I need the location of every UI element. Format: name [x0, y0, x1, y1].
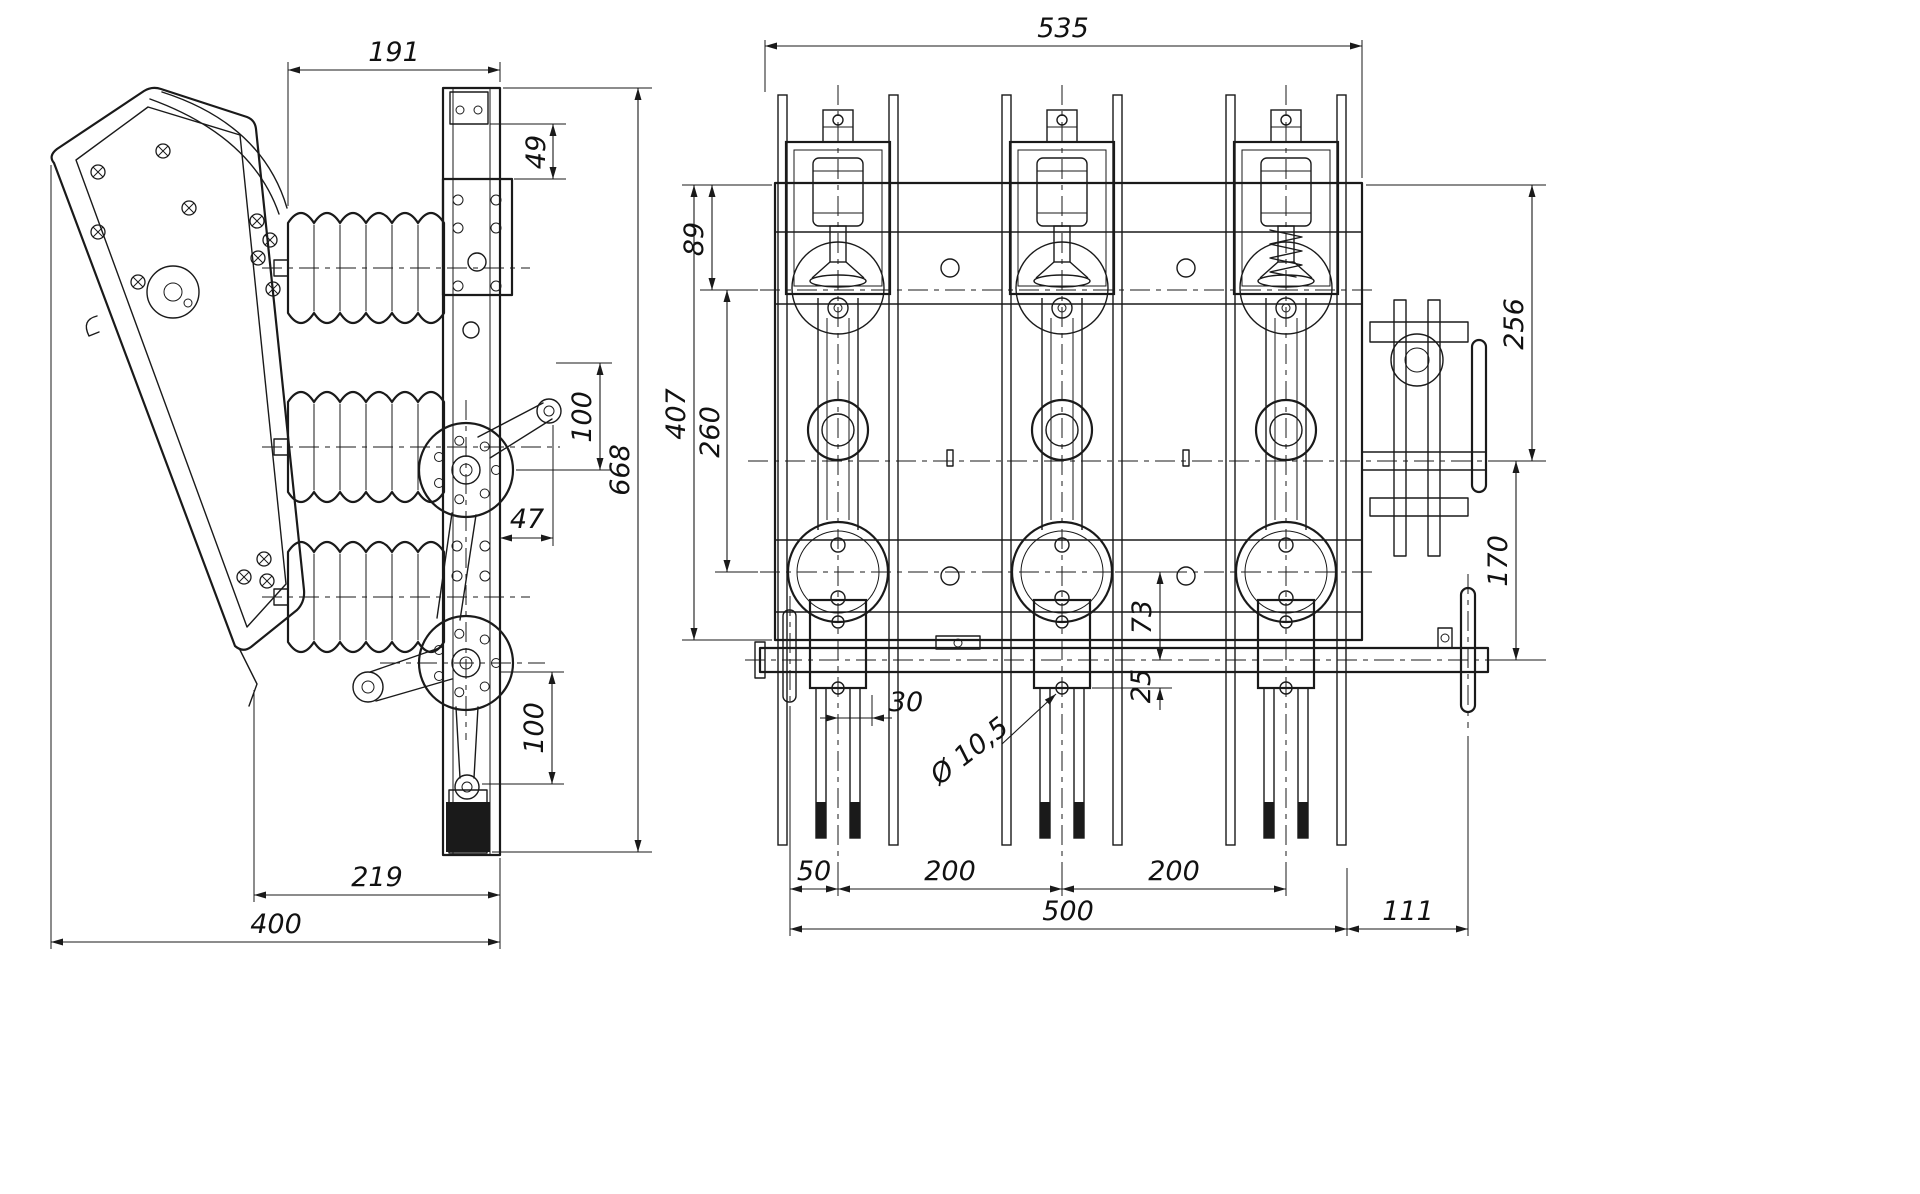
upper-right-disc: [1470, 338, 1488, 494]
dim-label-668: 668: [605, 444, 636, 496]
side-center-lines: [262, 267, 560, 740]
dim-label-191: 191: [368, 37, 420, 68]
dim-label-400: 400: [250, 909, 302, 940]
contact-tip: [446, 802, 490, 852]
dim-label-170: 170: [1483, 535, 1514, 587]
dim-407: 407: [661, 185, 772, 641]
lower-cam-disc: [352, 614, 515, 800]
dim-label-260: 260: [695, 406, 726, 458]
dim-dia-10-5: Ø 10,5: [924, 693, 1057, 792]
dim-label-30: 30: [889, 687, 923, 718]
dim-49: 49: [490, 123, 566, 180]
front-view: 535 89 407 260 256: [661, 13, 1546, 936]
pole-unit-left: [776, 83, 900, 862]
dim-73: 73: [1115, 571, 1172, 660]
dim-200-left: 200: [838, 856, 1063, 896]
dim-260: 260: [695, 290, 758, 573]
dim-111: 111: [1347, 736, 1469, 936]
dim-30: 30: [820, 687, 923, 726]
dim-50: 50: [789, 706, 839, 936]
latch-hook: [85, 315, 100, 337]
dim-label-111: 111: [1382, 896, 1434, 927]
frame: [773, 181, 1364, 642]
dim-label-25: 25: [1126, 669, 1157, 703]
dim-label-100-upper: 100: [567, 391, 598, 443]
dim-label-256: 256: [1499, 298, 1530, 350]
side-dimensions: 191 49 100 668: [50, 37, 652, 949]
dim-label-100-lower: 100: [519, 702, 550, 754]
pole-unit-right: [1224, 83, 1348, 862]
dim-668: 668: [492, 87, 652, 853]
dim-100-lower: 100: [482, 671, 564, 785]
dim-label-49: 49: [521, 135, 552, 169]
dim-label-535: 535: [1037, 13, 1089, 44]
dim-500: 500: [790, 868, 1348, 936]
dim-100-upper: 100: [516, 362, 612, 471]
dim-label-50: 50: [797, 856, 831, 887]
dim-47: 47: [499, 425, 554, 546]
dim-label-73: 73: [1127, 600, 1158, 634]
side-view: 191 49 100 668: [50, 37, 652, 949]
dim-89: 89: [679, 184, 772, 291]
dim-170: 170: [1483, 461, 1546, 661]
spring: [1269, 229, 1303, 278]
dim-label-500: 500: [1042, 896, 1094, 927]
dim-label-200-left: 200: [924, 856, 976, 887]
mounting-plate: [50, 86, 306, 707]
support-channel: [441, 86, 514, 857]
dim-191: 191: [287, 37, 501, 206]
dim-label-200-right: 200: [1148, 856, 1200, 887]
front-center-lines: [745, 289, 1505, 661]
dim-label-407: 407: [661, 388, 692, 440]
dim-label-47: 47: [510, 504, 544, 535]
lower-bracket: [239, 649, 258, 707]
dim-256: 256: [1366, 184, 1546, 462]
dim-label-dia: Ø 10,5: [924, 711, 1015, 791]
dim-400: 400: [50, 165, 501, 949]
dim-200-right: 200: [1062, 856, 1287, 896]
pole-unit-middle: [1000, 83, 1124, 862]
dim-25: 25: [1092, 638, 1172, 710]
drive-mechanism: [1361, 299, 1488, 728]
dim-535: 535: [764, 13, 1363, 178]
dim-219: 219: [253, 690, 501, 902]
dim-label-219: 219: [351, 862, 403, 893]
